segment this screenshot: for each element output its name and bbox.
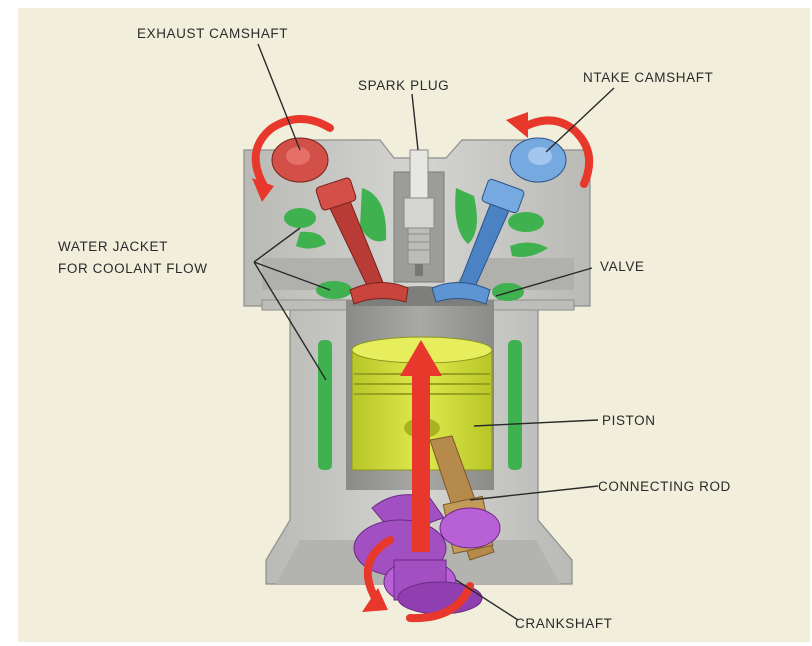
label-connecting-rod: CONNECTING ROD [598,479,731,494]
label-intake-camshaft: NTAKE CAMSHAFT [583,70,713,85]
label-water-jacket-line2: FOR COOLANT FLOW [58,261,208,276]
label-crankshaft: CRANKSHAFT [515,616,613,631]
label-spark-plug: SPARK PLUG [358,78,449,93]
label-piston: PISTON [602,413,656,428]
label-exhaust-camshaft: EXHAUST CAMSHAFT [137,26,288,41]
label-water-jacket-line1: WATER JACKET [58,239,168,254]
label-valve: VALVE [600,259,645,274]
